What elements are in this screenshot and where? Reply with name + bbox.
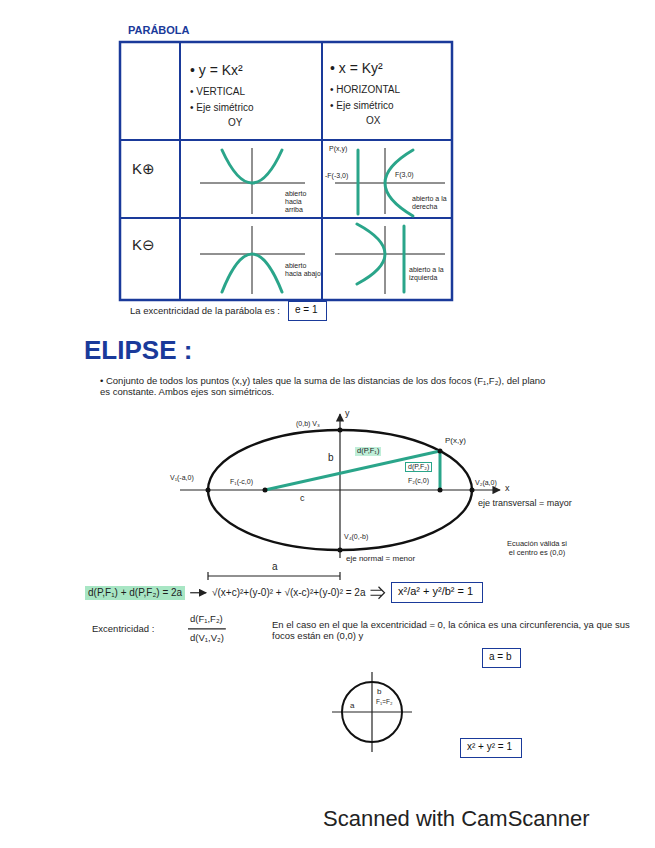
- formula: d(P,F₁) + d(P,F₂) = 2a: [85, 586, 185, 600]
- implies-symbol: [371, 587, 385, 599]
- note-text: abierto hacia abajo: [285, 262, 321, 278]
- formula-text: x²/a² + y²/b² = 1: [398, 585, 476, 598]
- boxed-formula: x²/a² + y²/b² = 1: [391, 582, 483, 603]
- length-label: b: [328, 452, 334, 464]
- point-label: V₂(a,0): [475, 479, 497, 487]
- fraction-denominator: d(V₁,V₂): [190, 633, 224, 644]
- length-label: a: [350, 701, 354, 710]
- section-title: PARÁBOLA: [128, 24, 190, 37]
- formula: • y = Kx²: [190, 62, 243, 78]
- parabola-table: [120, 42, 452, 300]
- watermark: Scanned with CamScanner: [323, 806, 590, 831]
- boxed-formula: a = b: [482, 648, 521, 668]
- formula-name: Excentricidad :: [92, 624, 154, 635]
- axis-name: OY: [228, 117, 242, 129]
- fraction-bar: [188, 628, 226, 629]
- length-label: a: [272, 561, 278, 573]
- parabola-axes: [200, 148, 445, 294]
- section-heading: ELIPSE :: [84, 336, 192, 366]
- axis-name: y: [345, 408, 350, 418]
- point-label: V₄(0,-b): [344, 533, 368, 541]
- formula-text: x² + y² = 1: [467, 741, 515, 753]
- axis-name: x: [505, 483, 510, 493]
- point-label: F(3,0): [395, 171, 414, 179]
- arrow-symbol: [190, 592, 206, 593]
- parabola-curves: [222, 150, 413, 292]
- sign-label: K⊖: [132, 236, 155, 253]
- fraction-numerator: d(F₁,F₂): [190, 614, 223, 625]
- point-label: (0,b) V₃: [296, 420, 320, 428]
- formula-text: e = 1: [295, 304, 320, 316]
- axis-note: eje transversal = mayor: [478, 498, 572, 508]
- note-text: En el caso en el que la excentricidad = …: [272, 620, 644, 642]
- point-label: P(x,y): [329, 145, 347, 153]
- ellipse-figure: [180, 414, 500, 580]
- length-label: c: [300, 493, 305, 503]
- distance-label: d(P,F₂): [405, 462, 432, 472]
- point-label: -F(-3,0): [325, 172, 348, 180]
- circle-figure: [332, 672, 412, 752]
- definition-text: • Conjunto de todos los puntos (x,y) tal…: [100, 376, 555, 398]
- table-cell-text: • Eje simétrico: [330, 100, 394, 112]
- table-cell-text: • VERTICAL: [190, 86, 245, 98]
- table-cell-text: • HORIZONTAL: [330, 84, 400, 96]
- point-label: F₁=F₂: [376, 698, 392, 705]
- note-text: abierto a la izquierda: [409, 266, 451, 282]
- note-text: abierto hacia arriba: [285, 190, 321, 214]
- note-text: La excentricidad de la parábola es :: [130, 306, 280, 317]
- formula: √(x+c)²+(y-0)² + √(x-c)²+(y-0)² = 2a: [212, 587, 366, 599]
- table-cell-text: • Eje simétrico: [190, 102, 254, 114]
- axis-note: eje normal = menor: [346, 554, 415, 563]
- axis-name: OX: [366, 115, 380, 127]
- point-label: F₂(c,0): [408, 477, 429, 485]
- formula-text: a = b: [489, 651, 514, 663]
- point-label: V₁(-a,0): [170, 474, 194, 482]
- boxed-formula: e = 1: [288, 301, 327, 321]
- point-label: P(x,y): [445, 436, 466, 445]
- note-text: abierto a la derecha: [412, 195, 452, 211]
- sign-label: K⊕: [132, 160, 155, 177]
- note-text: Ecuación válida si el centro es (0,0): [505, 540, 569, 557]
- distance-label: d(P,F₁): [355, 447, 381, 456]
- point-label: F₁(-c,0): [230, 478, 253, 486]
- length-label: b: [377, 687, 381, 696]
- formula: • x = Ky²: [330, 60, 383, 76]
- boxed-formula: x² + y² = 1: [460, 738, 522, 758]
